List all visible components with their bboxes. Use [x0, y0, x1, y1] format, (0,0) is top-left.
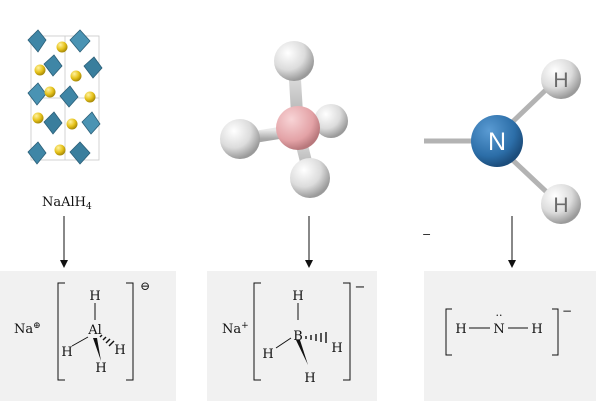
lewis-panel-alanate	[0, 271, 176, 401]
stray-mark: −	[422, 228, 431, 241]
lewis-panel-amide	[424, 271, 596, 401]
lewis-panel-borohydride	[207, 271, 377, 401]
hydrogen-atom	[314, 104, 348, 138]
complex-charge: −	[355, 280, 366, 295]
crystal-structure-model	[27, 29, 103, 165]
complex-charge: ⊖	[140, 279, 150, 293]
cation-label: Na⊕	[14, 321, 41, 337]
central-atom-al: Al	[87, 323, 102, 338]
svg-text:H: H	[292, 289, 303, 304]
hydrogen-atom	[220, 119, 260, 159]
lewis-structure-borohydride: Na+ H B H H H −	[222, 280, 365, 386]
model-hydrogen-label: H	[553, 69, 568, 92]
complex-charge: −	[562, 304, 572, 318]
svg-text:H: H	[531, 322, 542, 337]
reaction-arrows	[60, 216, 516, 268]
svg-text:H: H	[304, 371, 315, 386]
amide-ball-and-stick-model: H H N	[424, 59, 581, 224]
cation-label: Na+	[222, 321, 249, 337]
borohydride-ball-and-stick-model	[220, 41, 348, 198]
hydrogen-atom	[290, 158, 330, 198]
formula-label: NaAlH4	[42, 195, 92, 212]
central-atom-b: B	[293, 329, 303, 344]
central-atom-n: N	[493, 322, 504, 337]
model-hydrogen-label: H	[553, 194, 568, 217]
svg-text:H: H	[455, 322, 466, 337]
svg-text:H: H	[114, 343, 125, 358]
boron-atom	[276, 106, 320, 150]
svg-text:H: H	[331, 341, 342, 356]
model-nitrogen-label: N	[488, 128, 506, 156]
sodium-atoms	[32, 41, 96, 156]
lewis-structure-amide: H ·· N H −	[445, 304, 572, 356]
lone-pair-dots: ··	[496, 309, 503, 322]
svg-text:H: H	[95, 361, 106, 376]
lewis-structure-alanate: Na⊕ H Al H H H ⊖	[14, 279, 150, 381]
svg-text:H: H	[262, 347, 273, 362]
hydrogen-atom	[274, 41, 314, 81]
svg-text:H: H	[89, 289, 100, 304]
svg-text:H: H	[61, 345, 72, 360]
